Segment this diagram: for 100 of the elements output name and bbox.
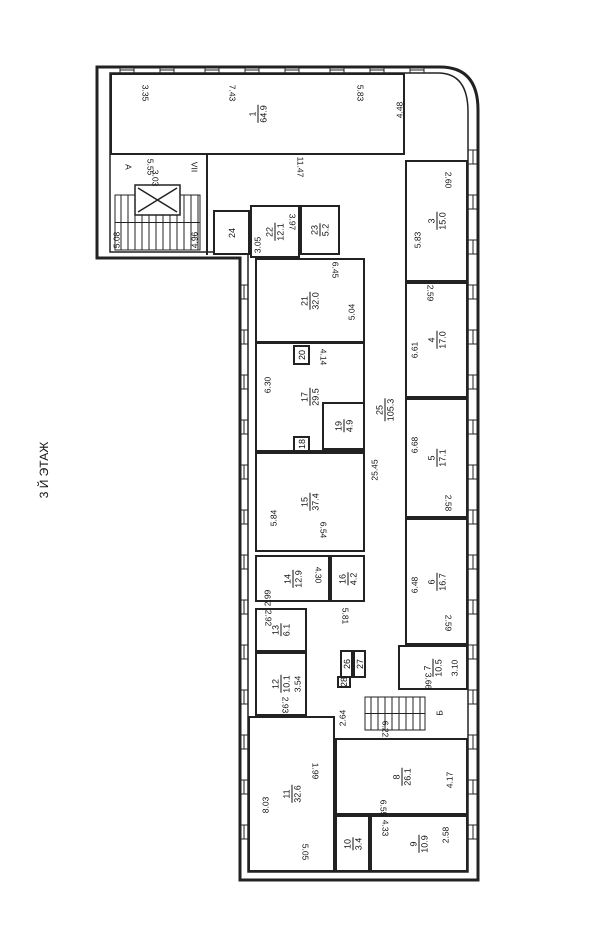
room-area: 29.5 xyxy=(310,388,320,406)
room xyxy=(293,345,310,365)
dimension-label: 6.22 xyxy=(380,720,390,738)
room-area: 32.0 xyxy=(310,292,320,310)
dimension-label: 4.33 xyxy=(380,820,390,836)
dimension-label: 4.96 xyxy=(190,232,200,248)
room xyxy=(213,210,250,255)
room-number: 18 xyxy=(296,439,306,449)
dimension-label: 5.81 xyxy=(340,608,350,624)
room-area: 15.0 xyxy=(436,212,447,230)
room xyxy=(335,738,468,815)
room-number: 26 xyxy=(342,659,352,669)
dimension-label: 6.68 xyxy=(410,436,420,454)
dimension-label: 6.61 xyxy=(410,342,420,358)
room-area: 3.4 xyxy=(352,837,363,850)
room-number: 11 xyxy=(281,789,291,799)
room xyxy=(255,342,365,452)
room xyxy=(255,652,307,716)
room-number: 20 xyxy=(296,350,306,360)
room-area: 10.9 xyxy=(418,834,430,852)
room-number: 1 xyxy=(247,112,257,117)
dimension-label: 4.48 xyxy=(396,102,404,118)
room-number: 14 xyxy=(282,574,292,584)
dimension-label: 5.83 xyxy=(356,84,364,102)
room-number: 24 xyxy=(226,228,236,238)
room-number: 3 xyxy=(426,218,436,224)
room xyxy=(255,258,365,343)
room-area: 4.9 xyxy=(343,420,354,432)
dimension-label: 3.05 xyxy=(254,236,262,254)
room-number: 23 xyxy=(310,225,320,235)
room-number: 12 xyxy=(270,679,280,690)
room xyxy=(300,205,340,255)
dimension-label: 5.55 xyxy=(146,158,154,176)
dimension-label: 7.43 xyxy=(228,84,236,102)
room-area: 10.1 xyxy=(280,675,292,693)
room-area: 4.2 xyxy=(347,572,358,585)
room-number: 4 xyxy=(426,338,436,343)
room-area: 12.9 xyxy=(292,570,303,588)
room xyxy=(405,282,468,398)
room-area: 16.7 xyxy=(436,572,447,590)
room-number: 10 xyxy=(342,838,352,848)
dimension-label: 5.05 xyxy=(300,844,310,860)
room-number: 21 xyxy=(300,296,310,306)
room xyxy=(405,518,468,645)
room xyxy=(293,436,310,452)
room xyxy=(398,645,468,690)
roman-numeral: VII xyxy=(190,162,198,172)
room-area: 10.5 xyxy=(432,658,444,676)
room-area: 105.3 xyxy=(384,398,396,422)
room-number: 13 xyxy=(270,625,280,635)
dimension-label: 2.92 xyxy=(264,610,272,626)
dimension-label: 4.30 xyxy=(314,566,322,584)
room-number: 15 xyxy=(300,497,310,508)
room-number: 8 xyxy=(391,774,401,780)
room-number: 16 xyxy=(337,574,347,584)
dimension-label: 2.58 xyxy=(444,494,452,512)
dimension-label: 5.83 xyxy=(414,232,422,248)
room xyxy=(405,160,468,282)
dimension-label: 3.54 xyxy=(294,676,302,692)
room xyxy=(255,608,307,652)
dimension-label: 5.84 xyxy=(270,510,278,526)
dimension-label: 2.93 xyxy=(280,696,290,714)
dimension-label: 2.59 xyxy=(426,284,434,302)
room-number: 22 xyxy=(264,226,274,237)
room xyxy=(340,650,353,678)
dimension-label: 2.64 xyxy=(338,710,348,726)
room-area: 64.9 xyxy=(257,105,268,123)
dimension-label: 1.99 xyxy=(310,762,320,780)
room-area: 37.4 xyxy=(310,493,320,511)
room-number: 19 xyxy=(333,421,343,431)
dimension-label: 2.58 xyxy=(442,826,450,844)
room-area: 17.0 xyxy=(436,331,447,349)
dimension-label: 6.48 xyxy=(410,576,420,594)
room-area: 6.1 xyxy=(280,624,292,636)
room-area: 32.6 xyxy=(291,785,302,803)
stair-letter: А xyxy=(124,164,132,170)
room-number: 9 xyxy=(408,841,418,846)
room-number: 6 xyxy=(426,579,436,584)
room-number: 7 xyxy=(422,665,432,670)
room-number: 27 xyxy=(354,659,364,669)
room-area: 5.2 xyxy=(320,224,330,236)
room xyxy=(110,73,405,155)
dimension-label: 5.08 xyxy=(112,232,122,248)
dimension-label: 3.97 xyxy=(288,214,296,230)
room-number: 5 xyxy=(426,456,436,461)
dimension-label: 6.30 xyxy=(264,376,272,394)
dimension-label: 3.66 xyxy=(424,672,432,690)
room-number: 25 xyxy=(374,405,384,416)
stair-letter: Б xyxy=(436,710,444,716)
room xyxy=(255,452,365,552)
dimension-label: 4.14 xyxy=(318,348,328,366)
room xyxy=(330,555,365,602)
room xyxy=(250,205,300,258)
room xyxy=(322,402,365,450)
dimension-label: 6.54 xyxy=(318,522,328,538)
room-area: 17.1 xyxy=(436,449,447,467)
room-number: 17 xyxy=(300,392,310,402)
room-area: 26.1 xyxy=(401,768,412,786)
dimension-label: 3.35 xyxy=(140,84,150,102)
room xyxy=(370,815,468,872)
